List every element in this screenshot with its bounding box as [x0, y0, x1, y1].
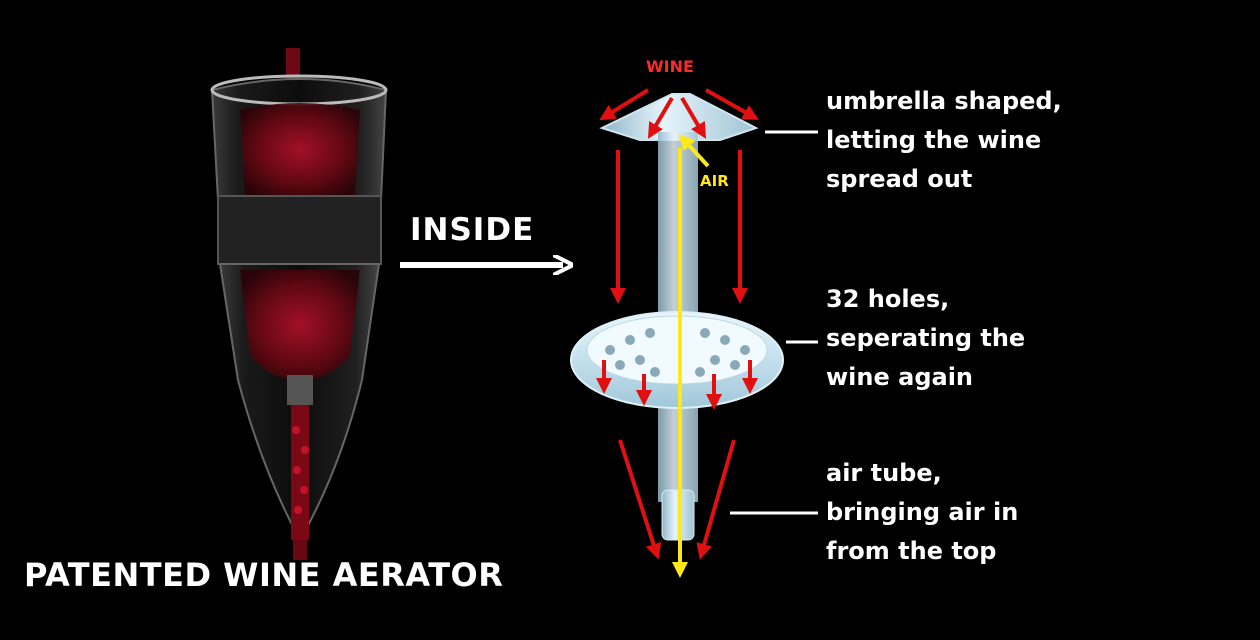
- callout-air-tube: air tube, bringing air in from the top: [826, 454, 1018, 571]
- callout-line: wine again: [826, 363, 973, 391]
- inner-part-diagram: [570, 93, 784, 541]
- callout-line: air tube,: [826, 459, 942, 487]
- wine-flow-arrows: [596, 88, 759, 560]
- callout-line: spread out: [826, 165, 973, 193]
- callout-line: umbrella shaped,: [826, 87, 1062, 115]
- wine-label: WINE: [646, 57, 694, 76]
- callout-line: bringing air in: [826, 498, 1019, 526]
- callout-line: seperating the: [826, 324, 1026, 352]
- callout-holes: 32 holes, seperating the wine again: [826, 280, 1025, 397]
- aerator-product-image: [210, 48, 388, 560]
- air-label: AIR: [700, 172, 729, 190]
- inside-label: INSIDE: [410, 212, 535, 248]
- callout-lines: [730, 130, 818, 515]
- air-flow-arrow: [672, 134, 710, 578]
- disc-holes: [605, 328, 750, 377]
- callout-line: letting the wine: [826, 126, 1042, 154]
- callout-line: 32 holes,: [826, 285, 950, 313]
- callout-line: from the top: [826, 537, 997, 565]
- callout-umbrella: umbrella shaped, letting the wine spread…: [826, 82, 1062, 199]
- page-title: PATENTED WINE AERATOR: [24, 556, 504, 594]
